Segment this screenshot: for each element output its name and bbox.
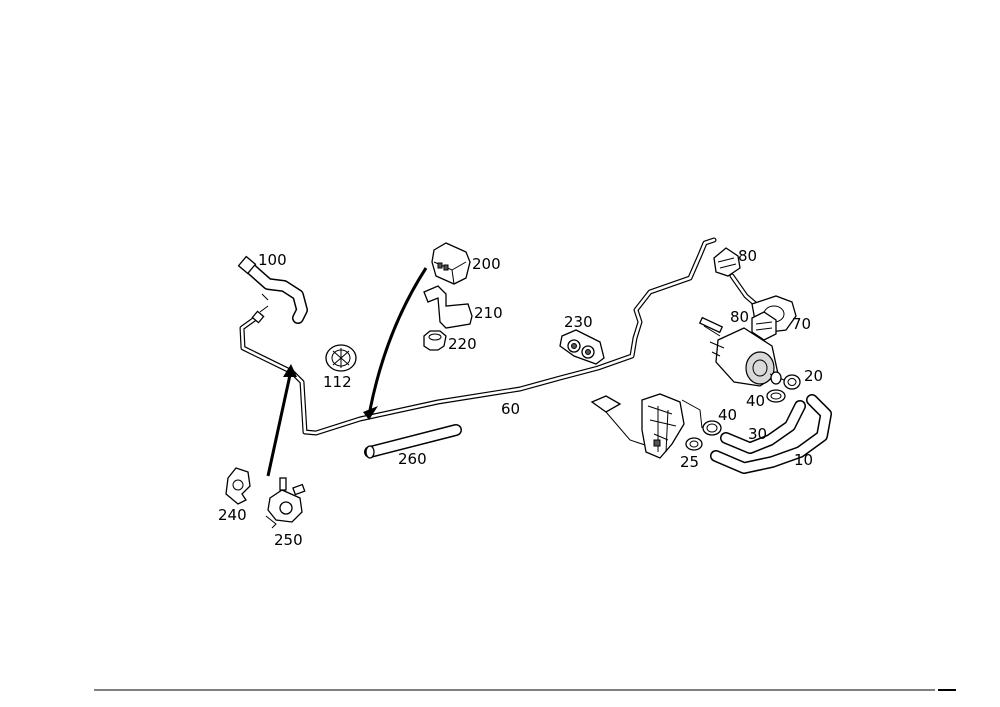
label-250: 250 — [274, 531, 303, 549]
label-210: 210 — [474, 304, 503, 322]
connector-part-80-mid[interactable] — [751, 311, 777, 341]
clamp-part-20[interactable] — [769, 371, 801, 390]
label-260: 260 — [398, 450, 427, 468]
grommet-part-112[interactable] — [325, 344, 357, 372]
hose-part-260[interactable] — [364, 424, 462, 459]
connector-part-80-top[interactable] — [713, 247, 741, 277]
hose-part-10[interactable] — [710, 394, 832, 474]
label-200: 200 — [472, 255, 501, 273]
label-30: 30 — [748, 425, 767, 443]
clip-part-240[interactable] — [225, 467, 251, 505]
arrow-to-line-200 — [363, 267, 428, 420]
arrow-to-line-240 — [266, 364, 297, 477]
label-220: 220 — [448, 335, 477, 353]
clamp-part-40-left[interactable] — [702, 420, 722, 436]
clamp-part-40-right[interactable] — [766, 389, 786, 403]
label-100: 100 — [258, 251, 287, 269]
label-20: 20 — [804, 367, 823, 385]
label-40-right: 40 — [746, 392, 765, 410]
connector-part-250[interactable] — [265, 477, 306, 529]
clamp-part-230[interactable] — [559, 329, 605, 365]
label-25: 25 — [680, 453, 699, 471]
hose-part-30[interactable] — [720, 400, 806, 454]
label-230: 230 — [564, 313, 593, 331]
label-80-top: 80 — [738, 247, 757, 265]
label-240: 240 — [218, 506, 247, 524]
label-80-mid: 80 — [730, 308, 749, 326]
nut-part-220[interactable] — [423, 330, 447, 351]
label-40-left: 40 — [718, 406, 737, 424]
label-60: 60 — [501, 400, 520, 418]
hose-part-100[interactable] — [237, 255, 308, 324]
fuel-pump-assembly[interactable] — [698, 316, 779, 387]
bracket-part-210[interactable] — [423, 285, 473, 329]
clip-part-200[interactable] — [431, 242, 471, 285]
label-10: 10 — [794, 451, 813, 469]
level-sender-part-25[interactable] — [590, 393, 703, 459]
label-70: 70 — [792, 315, 811, 333]
label-112: 112 — [323, 373, 352, 391]
